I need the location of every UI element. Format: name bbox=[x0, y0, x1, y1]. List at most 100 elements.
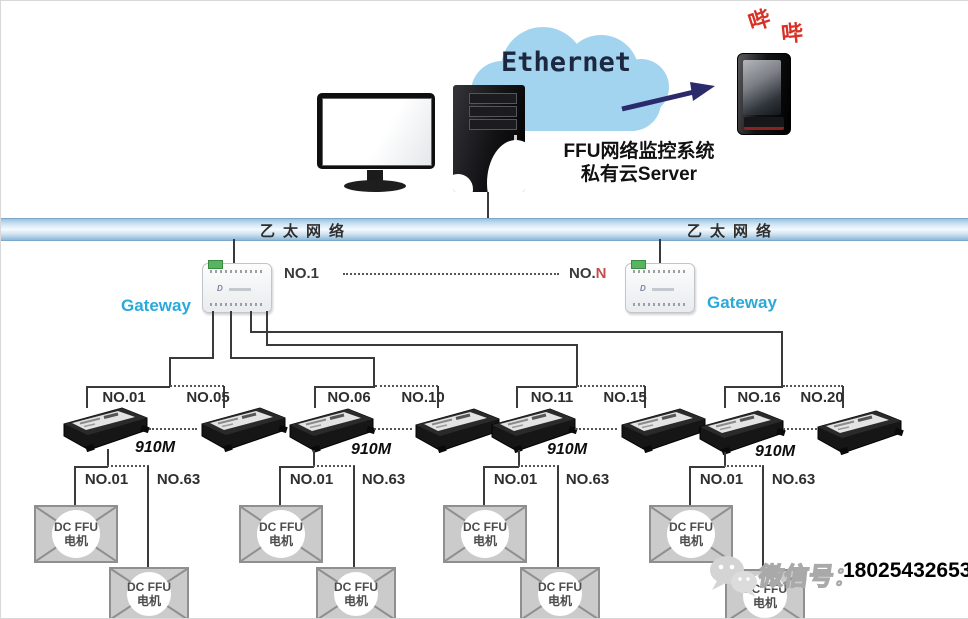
monitor-screen bbox=[322, 98, 432, 166]
gateway-terminal bbox=[208, 260, 223, 269]
controller-number: NO.20 bbox=[800, 389, 844, 406]
ffu-label-line1: DC FFU bbox=[127, 580, 171, 594]
controller-number: NO.05 bbox=[186, 389, 230, 406]
ffu-number: NO.63 bbox=[771, 471, 816, 488]
ffu-label-line1: DC FFU bbox=[463, 520, 507, 534]
connector-line bbox=[576, 344, 578, 387]
connector-line bbox=[659, 239, 661, 264]
connector-line bbox=[230, 311, 232, 359]
connector-line bbox=[279, 466, 314, 468]
gateway-logo: D bbox=[217, 284, 223, 293]
ffu-label-line2: 电机 bbox=[472, 534, 497, 548]
connector-line bbox=[313, 450, 315, 467]
connector-line bbox=[74, 466, 76, 505]
connector-line bbox=[107, 449, 109, 467]
connector-line-dotted bbox=[170, 385, 224, 387]
ffu-label-line2: 电机 bbox=[343, 594, 368, 608]
connector-line bbox=[279, 466, 281, 505]
connector-line-dotted bbox=[783, 385, 843, 387]
connector-line-dotted bbox=[107, 465, 149, 467]
gateway-right-label: Gateway bbox=[707, 293, 777, 312]
controller-number: NO.16 bbox=[737, 389, 781, 406]
connector-line bbox=[644, 386, 646, 408]
beep-label-1: 哔 bbox=[745, 5, 774, 36]
connector-line bbox=[689, 466, 725, 468]
connector-line bbox=[483, 466, 519, 468]
connector-line bbox=[147, 466, 149, 567]
drive-bay bbox=[469, 93, 517, 104]
connector-line-dotted bbox=[577, 385, 645, 387]
ethernet-bus bbox=[1, 218, 968, 241]
gateway-logo-text bbox=[229, 288, 251, 291]
server-tower bbox=[453, 85, 525, 192]
gateway-vent bbox=[210, 270, 264, 273]
connector-line-dotted bbox=[724, 465, 764, 467]
connector-line-dotted bbox=[375, 385, 438, 387]
connector-line bbox=[518, 450, 520, 467]
gateway-right-number: NO.N bbox=[569, 265, 607, 282]
connector-line bbox=[762, 466, 764, 570]
gateway-logo-text bbox=[652, 288, 674, 291]
ffu-number: NO.63 bbox=[361, 471, 406, 488]
connector-line bbox=[781, 331, 783, 387]
server-accent bbox=[453, 174, 473, 192]
server-accent bbox=[487, 140, 525, 192]
connector-line bbox=[516, 386, 577, 388]
gateway-right-number-n: N bbox=[595, 265, 607, 282]
connector-line bbox=[86, 386, 170, 388]
gateway-right: D bbox=[625, 260, 695, 313]
ffu-label-line2: 电机 bbox=[678, 534, 703, 548]
server-led bbox=[514, 135, 517, 141]
gateway-right-number-prefix: NO. bbox=[569, 265, 596, 282]
ffu-number: NO.63 bbox=[565, 471, 610, 488]
system-title-line2: 私有云Server bbox=[580, 164, 698, 185]
connector-line-dotted bbox=[374, 428, 412, 430]
ffu-label-line2: 电机 bbox=[752, 596, 777, 610]
ffu-label-line1: DC FFU bbox=[259, 520, 303, 534]
monitor bbox=[317, 93, 435, 169]
model-label: 910M bbox=[547, 441, 588, 458]
connector-line bbox=[724, 386, 783, 388]
gateway-left-number: NO.1 bbox=[284, 265, 320, 282]
ffu-label-line1: DC FFU bbox=[538, 580, 582, 594]
connector-line bbox=[169, 357, 171, 387]
connector-line bbox=[724, 386, 726, 408]
drive-bay bbox=[469, 119, 517, 130]
connector-line bbox=[724, 452, 726, 467]
controller-number: NO.15 bbox=[603, 389, 647, 406]
gateway-vent bbox=[633, 270, 687, 273]
ffu-label-line2: 电机 bbox=[547, 594, 572, 608]
gateway-left-label: Gateway bbox=[121, 296, 191, 315]
ffu-label-line1: DC FFU bbox=[54, 520, 98, 534]
connector-line-dotted bbox=[313, 465, 355, 467]
connector-line bbox=[250, 311, 252, 333]
monitor-stand bbox=[367, 170, 383, 182]
connector-line bbox=[483, 466, 485, 505]
gateway-terminal bbox=[631, 260, 646, 269]
connector-line bbox=[86, 386, 88, 408]
connector-line bbox=[487, 192, 489, 219]
ffu-number: NO.01 bbox=[493, 471, 538, 488]
system-title: FFU网络监控系统 私有云Server bbox=[529, 140, 749, 186]
ffu-label-line2: 电机 bbox=[136, 594, 161, 608]
connector-line-dotted bbox=[783, 428, 817, 430]
controller-910m-icon bbox=[197, 403, 289, 455]
connector-line bbox=[353, 466, 355, 567]
gateway-logo: D bbox=[640, 284, 646, 293]
connector-line bbox=[74, 466, 108, 468]
connector-line-dotted bbox=[575, 428, 617, 430]
model-label: 910M bbox=[351, 441, 392, 458]
ethernet-label: Ethernet bbox=[500, 47, 632, 78]
connector-line bbox=[516, 386, 518, 408]
